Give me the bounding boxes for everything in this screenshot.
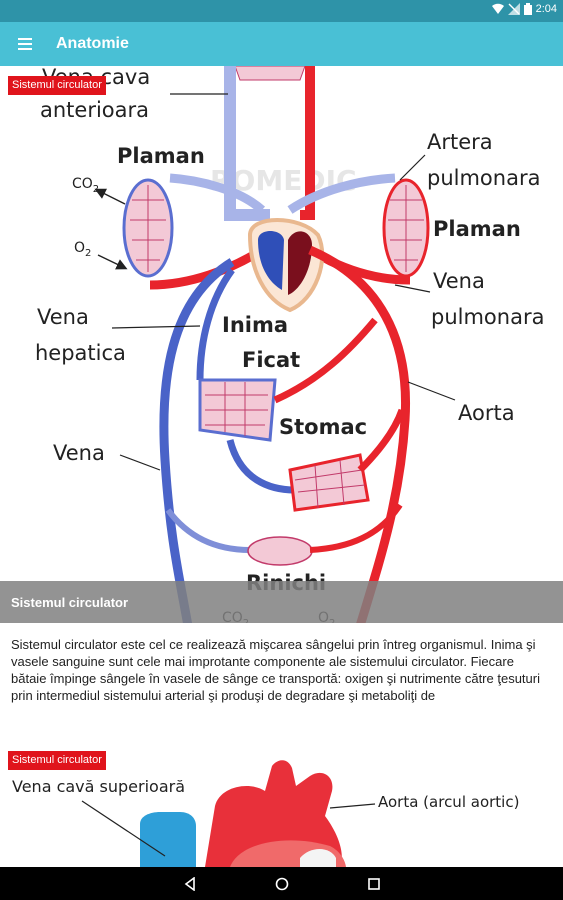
label-vena-pulmonara-2: pulmonara <box>431 305 544 329</box>
stomach-vessel-red <box>357 408 406 473</box>
article-card-image-2[interactable]: Sistemul circulator Vena cavă superioară… <box>0 746 563 867</box>
recents-button[interactable] <box>364 874 384 894</box>
content-feed[interactable]: Sistemul circulator ROMEDIC <box>0 66 563 867</box>
stomach-vessel-blue <box>226 439 296 494</box>
vena-cava-inferior <box>159 258 235 623</box>
category-tag-2: Sistemul circulator <box>8 751 106 770</box>
label-plaman-right: Plaman <box>433 217 521 241</box>
aorta-descending <box>308 245 411 623</box>
signal-off-icon <box>507 3 520 15</box>
label-artera: Artera <box>427 130 493 154</box>
label-aorta-arc: Aorta (arcul aortic) <box>378 793 519 811</box>
stomach-capillaries <box>288 453 370 512</box>
article-card-image[interactable]: Sistemul circulator ROMEDIC <box>0 66 563 623</box>
hamburger-menu-icon <box>18 38 32 50</box>
label-o2: O2 <box>74 240 91 259</box>
article-caption[interactable]: Sistemul circulator <box>0 581 563 623</box>
heart <box>247 218 325 313</box>
leader-vena-hepatica <box>111 325 201 329</box>
leader-aorta-arc <box>329 803 376 809</box>
heart-diagram: Vena cavă superioară Aorta (arcul aortic… <box>12 760 519 867</box>
wifi-icon <box>491 3 504 14</box>
label-vena-hepatica-1: Vena <box>37 305 89 329</box>
heart-right-side <box>288 231 312 295</box>
label-stomac: Stomac <box>279 415 367 439</box>
back-button[interactable] <box>180 874 200 894</box>
system-nav-bar <box>0 867 563 900</box>
label-inima: Inima <box>222 313 288 337</box>
pulmonary-artery-left <box>169 173 266 214</box>
kidney-capillaries <box>247 536 313 566</box>
status-bar: 2:04 <box>0 0 563 22</box>
menu-button[interactable] <box>0 22 50 66</box>
pulmonary-blue <box>300 849 336 867</box>
back-triangle-icon <box>184 876 195 891</box>
vena-cava-vessel <box>224 66 270 221</box>
leader-aorta <box>407 381 456 401</box>
label-plaman-left: Plaman <box>117 144 205 168</box>
lung-right-mesh <box>388 185 424 272</box>
liver-mesh <box>205 382 268 436</box>
category-tag: Sistemul circulator <box>8 76 106 95</box>
label-co2: CO2 <box>72 176 99 195</box>
hepatic-artery <box>273 317 378 404</box>
lung-left-mesh <box>130 185 166 272</box>
hepatic-vein <box>196 267 235 381</box>
leader-vena-pulmonara <box>394 284 431 293</box>
vena-cava-sup-vessel <box>140 812 196 867</box>
leader-vena <box>119 454 161 471</box>
stomach-mesh <box>294 459 366 509</box>
circulatory-diagram: ROMEDIC <box>35 66 544 623</box>
aorta-top-vessel <box>300 66 315 220</box>
label-ficat: Ficat <box>242 348 300 372</box>
label-vena-hepatica-2: hepatica <box>35 341 126 365</box>
pulmonary-artery-right <box>287 173 396 214</box>
label-anterioara: anterioara <box>40 98 149 122</box>
aorta-arch <box>205 760 342 867</box>
recents-square-icon <box>367 877 380 890</box>
battery-icon <box>523 3 532 15</box>
kidney-vessel-blue <box>165 508 251 553</box>
heart-left-side <box>258 231 284 290</box>
label-aorta: Aorta <box>458 401 515 425</box>
arrow-co2 <box>94 188 126 205</box>
label-vena: Vena <box>53 441 105 465</box>
home-circle-icon <box>275 877 288 890</box>
label-pulmonara-artera: pulmonara <box>427 166 540 190</box>
label-vena-pulmonara-1: Vena <box>433 269 485 293</box>
leader-vena-cava-sup <box>81 800 166 857</box>
leader-artera <box>399 154 426 181</box>
status-time: 2:04 <box>535 3 557 15</box>
arrow-o2 <box>97 254 128 270</box>
app-title: Anatomie <box>56 35 129 52</box>
kidney-vessel-red <box>309 503 403 553</box>
head-capillaries <box>234 66 306 81</box>
label-vena-cava-sup: Vena cavă superioară <box>12 777 185 796</box>
article-text: Sistemul circulator este cel ce realizea… <box>11 637 540 703</box>
home-button[interactable] <box>272 874 292 894</box>
app-bar: Anatomie <box>0 22 563 66</box>
